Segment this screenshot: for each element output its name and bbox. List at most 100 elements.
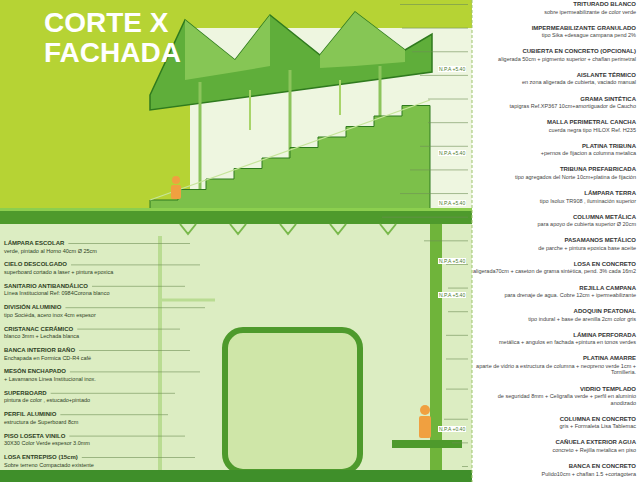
metal-column (379, 66, 382, 122)
leader-line (60, 414, 168, 415)
metal-column (199, 82, 202, 195)
spec-heading: LÁMINA PERFORADA (573, 332, 636, 339)
spec-heading: PLATINA TRIBUNA (582, 143, 636, 150)
spec-heading: LÁMPARA ESCOLAR (4, 240, 64, 247)
spec-note: tipo Isolux TR908 , iluminación superior (471, 198, 636, 205)
spec-note: aligerada70cm + caseton de grama sintéti… (471, 268, 636, 275)
leader-line (82, 457, 195, 458)
person-figure (171, 185, 181, 199)
concrete-bench (392, 440, 462, 448)
leader-line (428, 99, 468, 100)
level-mark: N.P.A +5.40 (438, 258, 466, 264)
person-figure (172, 176, 180, 184)
spec-heading: CRISTANAC CERÁMICO (4, 326, 73, 333)
spec-note: superboard cortado a laser + pintura epo… (4, 269, 144, 276)
spec-heading: CAÑUELA EXTERIOR AGUA (555, 439, 636, 446)
spec-heading: LOSA EN CONCRETO (574, 261, 636, 268)
spec-note: de parche + pintura epoxica base aceite (471, 245, 636, 252)
spec-heading: MALLA PERIMETRAL CANCHA (547, 119, 636, 126)
leader-line (420, 146, 468, 147)
leader-line (462, 466, 468, 467)
leader-line (448, 311, 468, 312)
spec-heading: ADOQUIN PEATONAL (574, 308, 636, 315)
spec-heading: REJILLA CAMPANA (579, 285, 636, 292)
spec-note: en zona aligerada de cubierta, vaciado m… (471, 79, 636, 86)
spec-heading: VIDRIO TEMPLADO (580, 386, 636, 393)
leader-line (68, 243, 190, 244)
spec-note: tipo agregados del Norte 10cm+platina de… (471, 174, 636, 181)
spec-note: cuerda negra tipo HILOX Ref. H235 (471, 127, 636, 134)
spec-note: tipo indural + base de arenilla 2cm colo… (471, 316, 636, 323)
spec-note: para drenaje de agua. Cobre 12cm + iperm… (471, 292, 636, 299)
spec-note: + Lavamanos Linea Institucional inox. (4, 376, 144, 383)
spec-heading: DIVISIÓN ALUMINIO (4, 304, 61, 311)
handrail (150, 100, 430, 200)
spec-note: tipo Sociéda, acero inox 4cm espesor (4, 312, 144, 319)
level-mark: N.P.A +0.40 (438, 426, 466, 432)
spec-heading: CIELO DESCOLGADO (4, 261, 67, 268)
roof-facet (185, 15, 270, 80)
spec-note: Pulido10cm + chaflan 1.5 +cortagotera (471, 471, 636, 478)
level-mark: N.P.A +5.40 (438, 200, 466, 206)
leader-line (446, 358, 468, 359)
leader-line (428, 122, 468, 123)
spec-note: 30X30 Color Verde espesor 3.0mm (4, 440, 144, 447)
spec-heading: PISO LOSETA VINILO (4, 433, 65, 440)
synthetic-grass (0, 208, 472, 211)
column-divider (472, 0, 473, 482)
spec-heading: LOSA ENTREPISO (15cm) (4, 454, 78, 461)
lamp-post (249, 90, 251, 130)
spec-heading: TRITURADO BLANCO (573, 1, 636, 8)
spec-heading: AISLANTE TÉRMICO (577, 72, 636, 79)
spec-note: tapigras Ref.XP367 10cm+amortiguador de … (471, 103, 636, 110)
leader-line (71, 264, 200, 265)
roof-facet (320, 12, 405, 68)
spec-heading: CUBIERTA EN CONCRETO (OPCIONAL) (522, 48, 636, 55)
spec-note: Enchapada en Formica CD-R4 café (4, 355, 144, 362)
level-mark: N.P.A +5.40 (438, 66, 466, 72)
leader-line (77, 329, 180, 330)
spec-note: aparte de vidrio a estructura de columna… (471, 363, 636, 376)
spec-note: Sobre terreno Compactado existente (4, 462, 144, 469)
spec-note: blanco 3mm + Lechada blanca (4, 333, 144, 340)
spec-heading: BANCA EN CONCRETO (569, 463, 636, 470)
spec-note: +pernos de fijacion a columna metalica (471, 150, 636, 157)
spec-heading: LÁMPARA TERRA (584, 190, 636, 197)
metal-column (289, 70, 292, 160)
spec-note: Línea Institucional Ref: 0984Corona blan… (4, 290, 144, 297)
ground (0, 470, 472, 482)
leader-line (446, 264, 468, 265)
leader-line (448, 288, 468, 289)
leader-line (70, 371, 200, 372)
leader-line (51, 393, 175, 394)
lime-ground (0, 0, 472, 250)
spec-heading: SUPERBOARD (4, 390, 47, 397)
spec-heading: GRAMA SINTÉTICA (580, 96, 636, 103)
spec-note: pintura de color , estucado+pintado (4, 397, 144, 404)
spec-heading: TRIBUNA PREFABRICADA (560, 166, 636, 173)
leader-line (446, 389, 468, 390)
spec-note: verde, pintado al Horno 40cm Ø 25cm (4, 248, 144, 255)
leader-line (444, 419, 468, 420)
lamp-post (339, 80, 341, 115)
leader-line (400, 4, 468, 5)
person-figure (420, 405, 430, 415)
interior-wall (158, 236, 162, 470)
spec-heading: COLUMNA METÁLICA (573, 214, 636, 221)
spec-note: sobre ipermeabilizante de color verde (471, 9, 636, 16)
spec-note: estructura de Superboard 8cm (4, 419, 144, 426)
spec-note: tipo Sika +desague campana pend 2% (471, 32, 636, 39)
spec-heading: SANITARIO ANTIBANDÁLICO (4, 283, 88, 290)
drawing-title: CORTE X FACHADA (44, 8, 194, 68)
level-mark: N.P.A +5.40 (438, 292, 466, 298)
leader-line (69, 436, 185, 437)
leader-line (452, 442, 468, 443)
leader-line (412, 51, 468, 52)
leader-line (79, 350, 190, 351)
spec-heading: PASAMANOS METÁLICO (564, 237, 636, 244)
leader-line (65, 307, 205, 308)
ceiling-ribs (180, 224, 396, 234)
person-figure (419, 416, 431, 438)
